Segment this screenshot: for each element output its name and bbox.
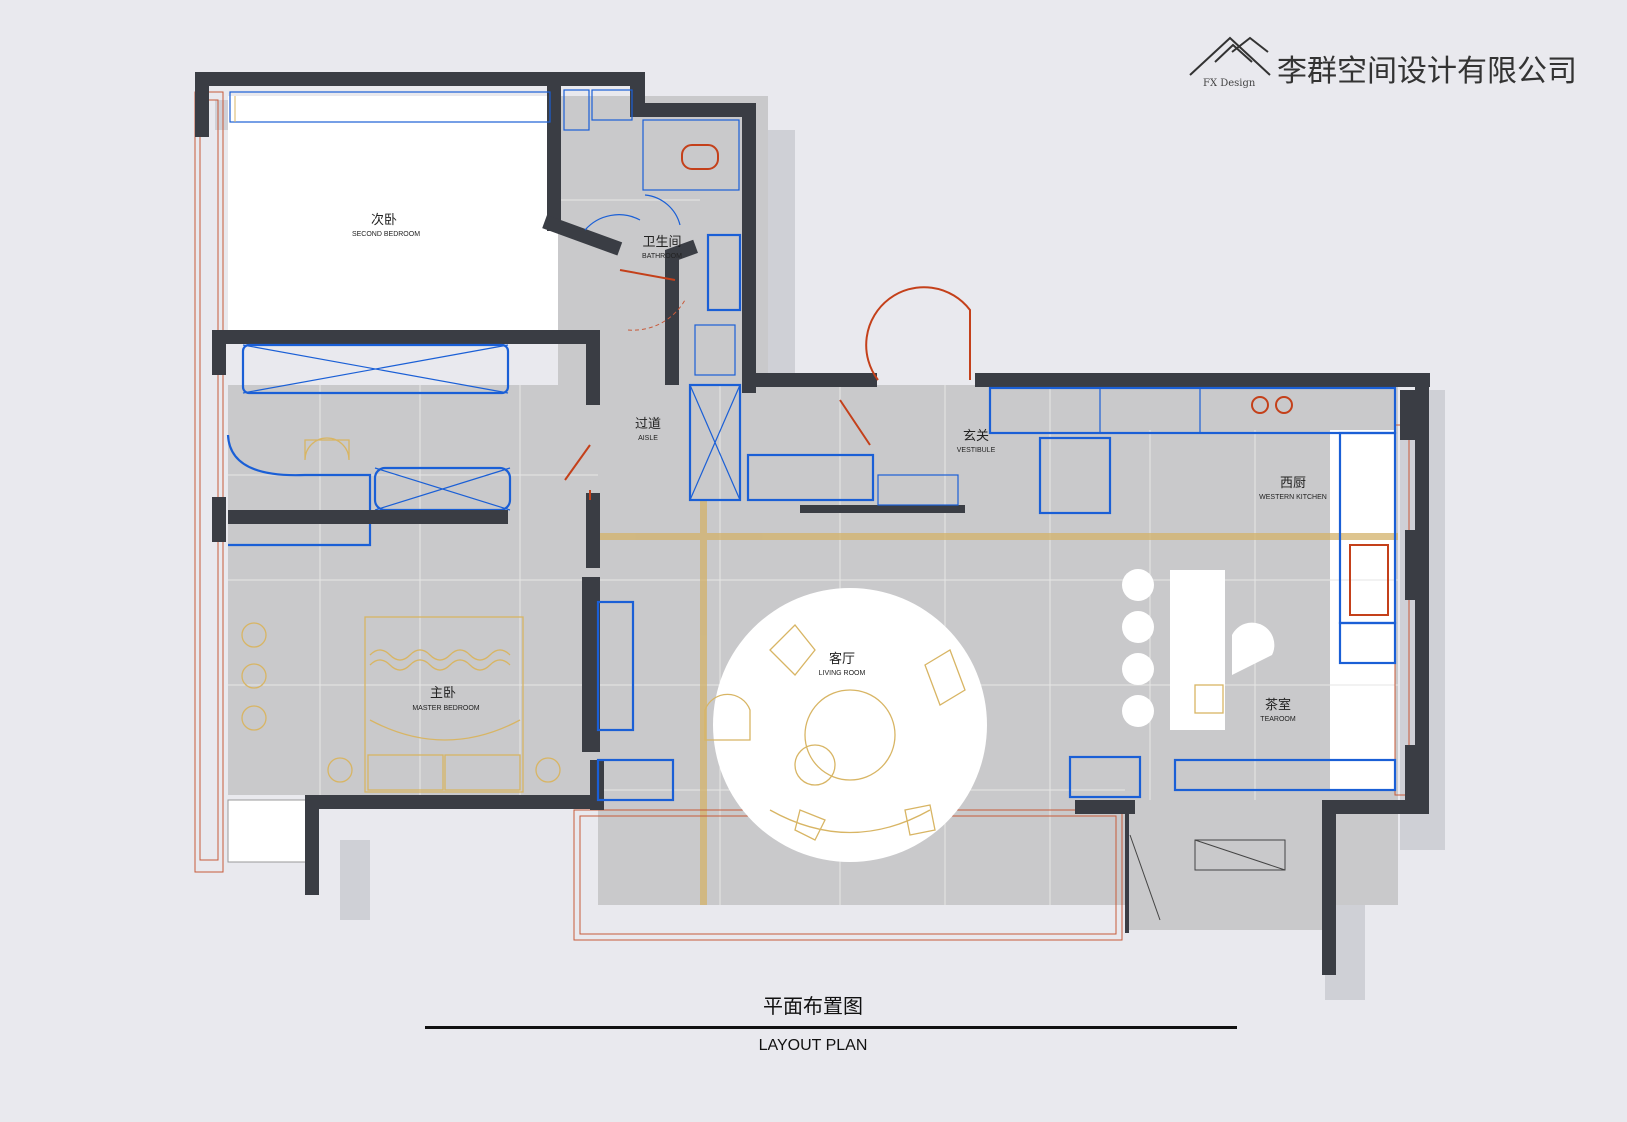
- brand-block: FX Design 李群空间设计有限公司: [1189, 36, 1577, 89]
- vestibule-fixtures: [688, 286, 971, 506]
- tearoom-label: 茶室: [1265, 697, 1291, 713]
- master-bed: [241, 437, 561, 793]
- western-kitchen-sub: WESTERN KITCHEN: [1259, 494, 1327, 501]
- company-name: 李群空间设计有限公司: [1277, 54, 1577, 89]
- bathroom-sub: BATHROOM: [642, 253, 682, 260]
- second-bedroom-wardrobe: [229, 91, 551, 123]
- aisle-label: 过道: [635, 417, 661, 432]
- tearoom-sub: TEAROOM: [1260, 716, 1296, 723]
- room-labels: 次卧 SECOND BEDROOM 卫生间 BATHROOM 过道 AISLE …: [352, 212, 1327, 723]
- gold-inlay-lines: [598, 500, 1398, 905]
- kitchen-cabinets: [988, 386, 1397, 792]
- vestibule-label: 玄关: [963, 429, 989, 444]
- aisle-sub: AISLE: [638, 435, 658, 442]
- second-bedroom-sub: SECOND BEDROOM: [352, 231, 420, 238]
- tearoom-island: [1068, 569, 1275, 799]
- plan-title: 平面布置图 LAYOUT PLAN: [425, 994, 1237, 1054]
- logo-subtext: FX Design: [1203, 78, 1256, 89]
- living-room-label: 客厅: [829, 651, 855, 667]
- fx-design-logo-icon: [1189, 36, 1271, 76]
- plan-title-en: LAYOUT PLAN: [759, 1037, 868, 1054]
- western-kitchen-label: 西厨: [1280, 476, 1306, 491]
- master-cabinets: [226, 343, 675, 802]
- living-room-rug: [704, 588, 987, 862]
- plan-title-cn: 平面布置图: [763, 994, 863, 1018]
- bathroom-label: 卫生间: [642, 235, 681, 250]
- master-bedroom-sub: MASTER BEDROOM: [412, 705, 479, 712]
- storage-room: [1125, 813, 1286, 933]
- walls: [195, 72, 1430, 975]
- bathroom-fixtures: [563, 89, 742, 376]
- living-room-sub: LIVING ROOM: [819, 670, 866, 677]
- vestibule-sub: VESTIBULE: [957, 447, 996, 454]
- master-bedroom-label: 主卧: [430, 686, 456, 701]
- second-bedroom-label: 次卧: [371, 212, 397, 228]
